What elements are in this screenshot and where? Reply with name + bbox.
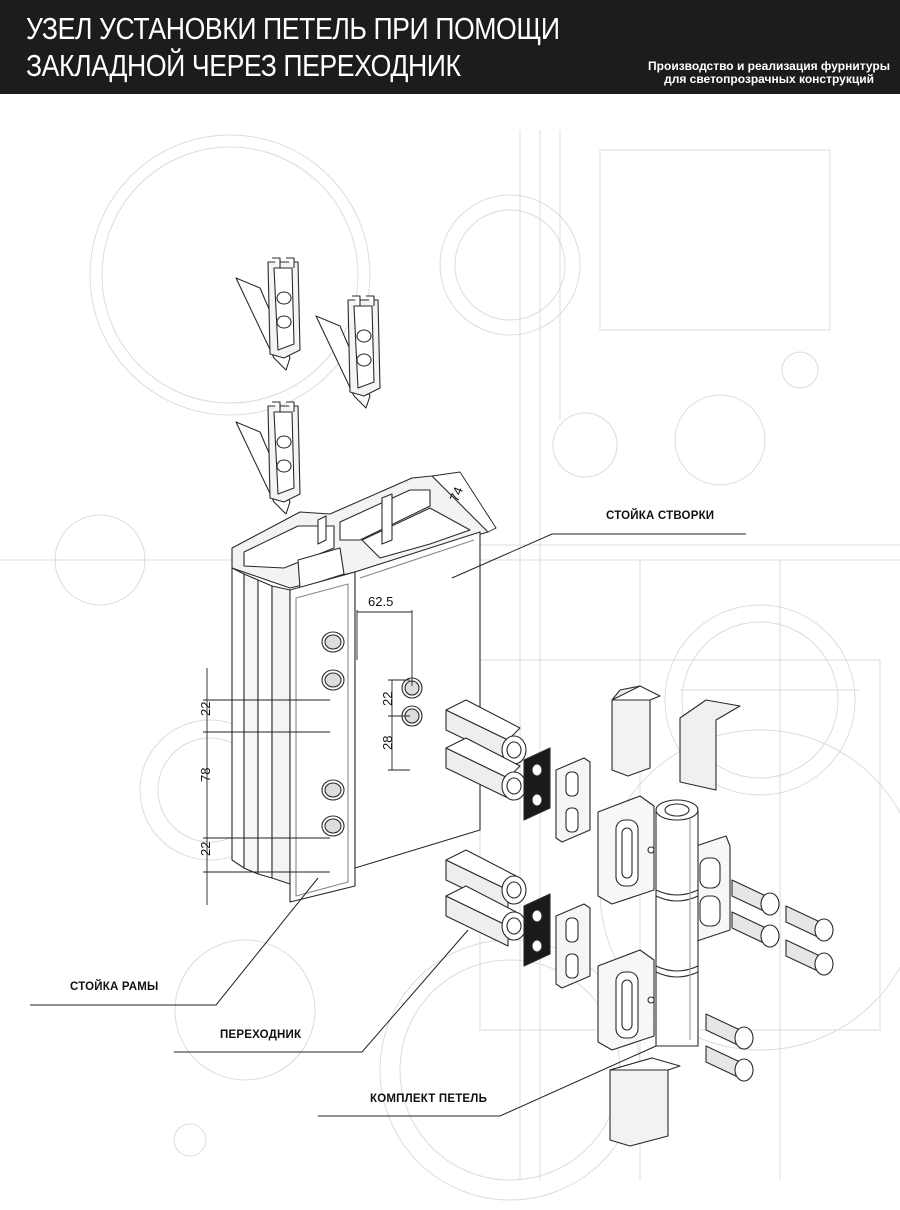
dimension-labels: 74 62.5 22 78 22 22 28 — [198, 485, 466, 856]
dim-v2: 78 — [198, 768, 213, 782]
company-tagline: Производство и реализация фурнитуры для … — [648, 60, 890, 86]
dimension-lines — [203, 471, 497, 905]
leader-lines — [30, 533, 746, 1117]
tagline-line-1: Производство и реализация фурнитуры — [648, 59, 890, 73]
hinge-kit — [597, 685, 834, 1147]
assembly-drawing: 74 62.5 22 78 22 22 28 — [0, 130, 900, 1201]
dim-v1: 22 — [198, 702, 213, 716]
tagline-line-2: для светопрозрачных конструкций — [664, 72, 874, 86]
dim-hole-spacing: 62.5 — [368, 594, 393, 609]
label-sash-post: СТОЙКА СТВОРКИ — [606, 510, 715, 522]
title-line-1: УЗЕЛ УСТАНОВКИ ПЕТЕЛЬ ПРИ ПОМОЩИ — [26, 11, 560, 46]
screws — [705, 879, 834, 1082]
dim-r1: 22 — [380, 692, 395, 706]
label-frame-post: СТОЙКА РАМЫ — [70, 981, 159, 993]
label-hinge-kit: КОМПЛЕКТ ПЕТЕЛЬ — [370, 1093, 488, 1105]
dim-v3: 22 — [198, 842, 213, 856]
adapter-parts — [445, 699, 591, 989]
label-adapter: ПЕРЕХОДНИК — [220, 1029, 302, 1041]
page-title: УЗЕЛ УСТАНОВКИ ПЕТЕЛЬ ПРИ ПОМОЩИ ЗАКЛАДН… — [26, 10, 560, 84]
dim-depth: 74 — [447, 485, 466, 504]
header-bar: УЗЕЛ УСТАНОВКИ ПЕТЕЛЬ ПРИ ПОМОЩИ ЗАКЛАДН… — [0, 0, 900, 94]
clip-parts — [235, 257, 381, 515]
title-line-2: ЗАКЛАДНОЙ ЧЕРЕЗ ПЕРЕХОДНИК — [26, 48, 461, 83]
dim-r2: 28 — [380, 736, 395, 750]
frame-post — [231, 475, 489, 903]
